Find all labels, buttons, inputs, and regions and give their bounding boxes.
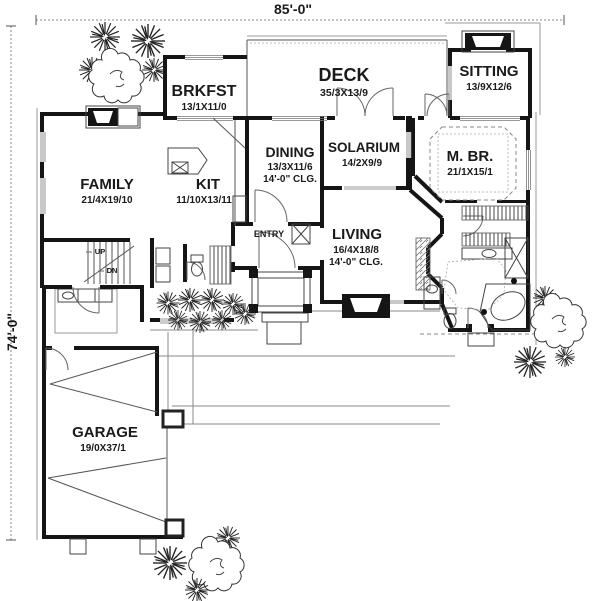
- room-label-brkfst: BRKFST: [172, 83, 237, 100]
- room-label-kit: KIT: [196, 176, 220, 193]
- driveway-and-walks: [150, 310, 556, 425]
- living-fireplace: [342, 294, 390, 318]
- room-size-garage: 19/0X37/1: [80, 443, 126, 454]
- room-ceiling-living: 14'-0" CLG.: [329, 257, 383, 268]
- room-label-garage: GARAGE: [72, 424, 138, 441]
- room-label-dining: DINING: [266, 144, 315, 160]
- room-size-sitting: 13/9X12/6: [466, 82, 512, 93]
- dimension-lines: [6, 15, 565, 541]
- stairs: [83, 242, 135, 284]
- room-label-solarium: SOLARIUM: [328, 140, 400, 155]
- family-fireplace: [85, 105, 141, 129]
- room-size-master-bedroom: 21/1X15/1: [447, 167, 493, 178]
- room-label-sitting: SITTING: [459, 63, 518, 80]
- dimension-width-label: 85'-0": [274, 1, 312, 17]
- dimension-depth-label: 74'-0": [4, 313, 20, 351]
- room-size-family: 21/4X19/10: [81, 195, 133, 206]
- room-ceiling-dining: 14'-0" CLG.: [263, 174, 317, 185]
- room-size-deck: 35/3X13/9: [320, 87, 368, 99]
- deck-boundary: [246, 39, 448, 116]
- powder-room-fixtures: [155, 245, 232, 285]
- stairs-up-label: UP: [95, 247, 105, 256]
- room-size-solarium: 14/2X9/9: [342, 158, 382, 169]
- room-size-brkfst: 13/1X11/0: [181, 102, 226, 113]
- garage-details: [47, 351, 185, 555]
- kitchen-fixtures: [167, 117, 247, 226]
- stairs-down-label: DN: [107, 266, 118, 275]
- roof-eave-lines: [36, 22, 541, 540]
- room-size-kit: 11/10X13/11: [176, 195, 232, 206]
- room-label-deck: DECK: [318, 65, 369, 85]
- room-label-entry: ENTRY: [254, 229, 284, 239]
- entry-closet: [291, 223, 311, 245]
- master-suite-fixtures: [423, 126, 531, 347]
- room-label-master-bedroom: M. BR.: [447, 148, 494, 165]
- stone-wall-hatch: [415, 237, 431, 291]
- room-size-dining: 13/3X11/6: [267, 162, 312, 173]
- room-label-living: LIVING: [332, 226, 382, 243]
- room-label-family: FAMILY: [80, 176, 134, 193]
- entry-porch: [249, 269, 312, 313]
- room-size-living: 16/4X18/8: [333, 245, 379, 256]
- sitting-fireplace: [461, 30, 515, 53]
- fireplaces: [85, 30, 515, 318]
- side-porch: [54, 288, 118, 334]
